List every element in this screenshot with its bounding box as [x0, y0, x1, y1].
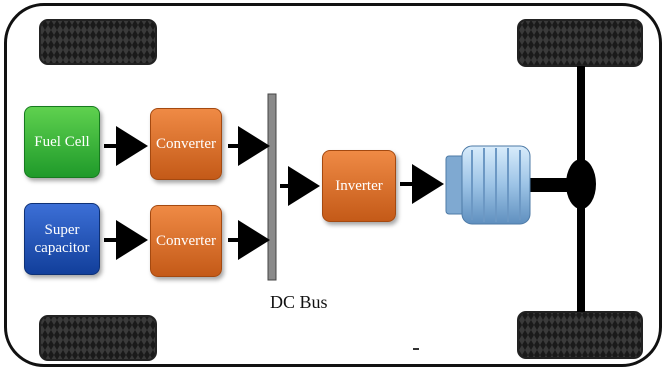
inverter-block: Inverter [322, 150, 396, 222]
tire-icon [517, 311, 643, 359]
converter-block-supercapacitor: Converter [150, 205, 222, 277]
differential [566, 159, 596, 209]
dc-bus-bar [267, 93, 277, 281]
supercapacitor-block: Super capacitor [24, 203, 100, 275]
tire-icon [517, 19, 643, 67]
tick-mark [413, 348, 419, 350]
dc-bus-label: DC Bus [270, 292, 328, 312]
converter-block-fuel-cell: Converter [150, 108, 222, 180]
tire-icon [39, 315, 157, 361]
fuel-cell-block: Fuel Cell [24, 106, 100, 178]
electric-motor-icon [445, 145, 531, 225]
tire-icon [39, 19, 157, 65]
